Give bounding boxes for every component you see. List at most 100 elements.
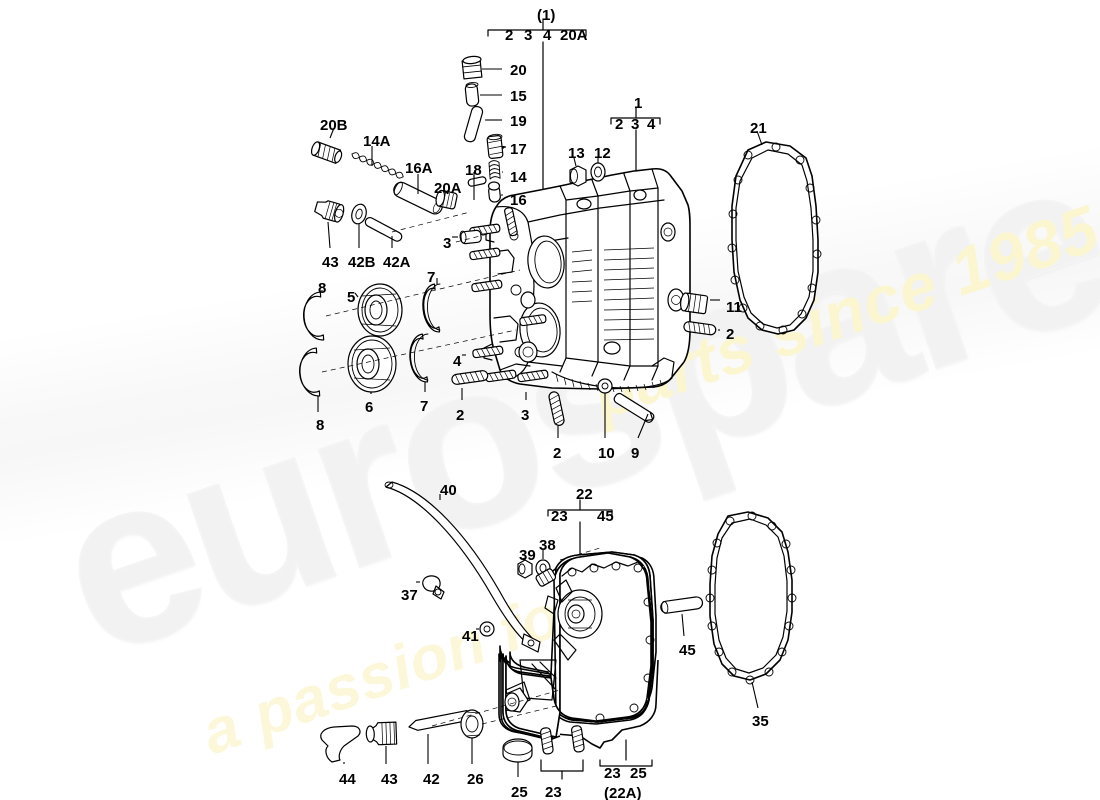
part-37-clip xyxy=(422,575,445,600)
callout-26: 26 xyxy=(467,771,484,788)
callout-7: 7 xyxy=(420,398,429,415)
callout-20A: 20A xyxy=(560,27,588,44)
callout-12: 12 xyxy=(594,145,611,162)
callout-23: 23 xyxy=(551,508,568,525)
callout-8: 8 xyxy=(318,280,327,297)
callout-22: 22 xyxy=(576,486,593,503)
leader-39 xyxy=(522,557,525,561)
assembly-centrelines xyxy=(321,211,601,727)
part-18-pin xyxy=(467,176,487,187)
callout-16: 16 xyxy=(510,192,527,209)
callout-2: 2 xyxy=(505,27,514,44)
part-17-sleeve xyxy=(486,133,504,159)
callout-14A: 14A xyxy=(363,133,391,150)
callout-42B: 42B xyxy=(348,254,376,271)
part-26-bush xyxy=(460,709,484,739)
callout-9: 9 xyxy=(631,445,640,462)
transmission-cover-housing xyxy=(498,551,659,755)
part-19-rod xyxy=(463,105,484,143)
part-45-dowel xyxy=(660,596,704,614)
part-14-spring xyxy=(488,160,501,180)
callout-19: 19 xyxy=(510,113,527,130)
leader-20B xyxy=(329,127,335,139)
top-leaders xyxy=(481,68,504,196)
callout-4: 4 xyxy=(453,353,462,370)
part-3-dowel-a xyxy=(459,229,482,245)
callout-20A: 20A xyxy=(434,180,462,197)
callout-3: 3 xyxy=(631,116,640,133)
callout-17: 17 xyxy=(510,141,527,158)
part-2-stud-c xyxy=(548,391,565,426)
callout-21: 21 xyxy=(750,120,767,137)
callout-25: 25 xyxy=(511,784,528,800)
callout-4: 4 xyxy=(647,116,656,133)
leader-21 xyxy=(756,130,763,146)
callout-3: 3 xyxy=(524,27,533,44)
callout-41: 41 xyxy=(462,628,479,645)
part-35-gasket xyxy=(705,511,797,685)
callout-6: 6 xyxy=(365,399,374,416)
callout-13: 13 xyxy=(568,145,585,162)
part-42A-pin xyxy=(364,216,403,242)
callout-23: 23 xyxy=(545,784,562,800)
callout-37: 37 xyxy=(401,587,418,604)
part-7-ring-upper xyxy=(422,283,441,333)
part-16A-shaft xyxy=(393,181,443,215)
part-2-stud-right xyxy=(683,321,717,336)
part-20-plug xyxy=(461,55,483,80)
callout-39: 39 xyxy=(519,547,536,564)
case-studs xyxy=(469,207,549,383)
part-10-washer xyxy=(597,378,613,394)
leader-9 xyxy=(637,413,649,439)
callout-7: 7 xyxy=(427,269,436,286)
part-11-plug xyxy=(679,292,709,315)
callout-35: 35 xyxy=(752,713,769,730)
callout-20B: 20B xyxy=(320,117,348,134)
part-20A-bush xyxy=(435,189,458,210)
part-41-washer xyxy=(479,621,495,637)
callout-22A: (22A) xyxy=(604,785,642,800)
part-16-detent xyxy=(487,181,501,203)
leader-5 xyxy=(354,292,359,298)
callout-11: 11 xyxy=(726,299,742,316)
callout-2: 2 xyxy=(726,326,735,343)
part-8-snapring-upper xyxy=(303,291,325,341)
callout-4: 4 xyxy=(543,27,552,44)
part-12-washer xyxy=(590,162,606,182)
callout-25: 25 xyxy=(630,765,647,782)
part-43-plug-lower xyxy=(365,721,398,746)
callout-2: 2 xyxy=(553,445,562,462)
callout-10: 10 xyxy=(598,445,615,462)
bracket-cover-alt xyxy=(599,739,653,767)
bracket-top xyxy=(487,18,587,206)
part-44-boot xyxy=(320,725,361,763)
part-39-nut xyxy=(517,559,533,579)
callout-43: 43 xyxy=(381,771,398,788)
part-8-snapring-lower xyxy=(299,347,321,397)
callout-1: 1 xyxy=(634,95,643,112)
part-43-plug-upper xyxy=(314,200,345,223)
callout-23: 23 xyxy=(604,765,621,782)
leader-43 xyxy=(327,221,331,249)
part-40-tube xyxy=(384,481,541,653)
callout-14: 14 xyxy=(510,169,527,186)
part-15-bush xyxy=(464,82,480,107)
part-7-ring-lower xyxy=(409,333,429,383)
callout-18: 18 xyxy=(465,162,482,179)
callout-3: 3 xyxy=(521,407,530,424)
part-2-stud-a xyxy=(451,370,489,385)
callout-20: 20 xyxy=(510,62,527,79)
part-42-pin xyxy=(408,709,470,731)
callout-2: 2 xyxy=(456,407,465,424)
part-13-nut xyxy=(569,165,587,187)
callout-3: 3 xyxy=(443,235,452,252)
part-9-bolt xyxy=(613,392,655,423)
leader-13 xyxy=(573,157,577,167)
part-42B-washer xyxy=(351,203,367,225)
callout-43: 43 xyxy=(322,254,339,271)
callout-5: 5 xyxy=(347,289,356,306)
callout-1: (1) xyxy=(537,7,556,24)
callout-45: 45 xyxy=(597,508,614,525)
